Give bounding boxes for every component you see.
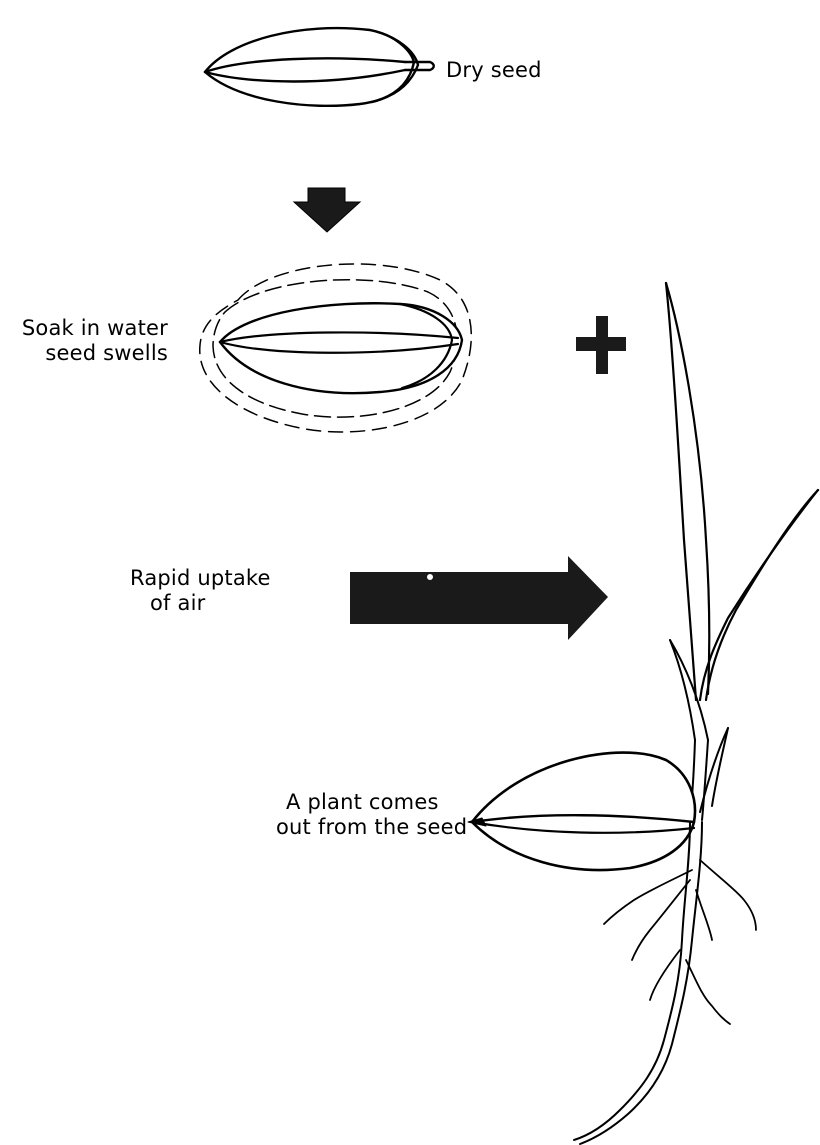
uptake-label-line2: of air [130, 591, 271, 616]
soak-label-line2: seed swells [8, 341, 168, 366]
soak-label-line1: Soak in water [8, 316, 168, 341]
plant-label-line2: out from the seed [276, 815, 467, 840]
right-arrow-icon [350, 556, 608, 640]
seedling-plant [468, 283, 818, 1144]
swollen-seed [200, 264, 472, 432]
dry-seed-label-text: Dry seed [446, 58, 542, 83]
dry-seed [205, 28, 434, 106]
plant-label: A plant comes out from the seed [276, 790, 467, 840]
plant-label-line1: A plant comes [276, 790, 467, 815]
down-arrow-icon [294, 188, 360, 232]
uptake-label-line1: Rapid uptake [130, 566, 271, 591]
soak-label: Soak in water seed swells [8, 316, 168, 366]
uptake-label: Rapid uptake of air [130, 566, 271, 616]
dry-seed-label: Dry seed [446, 58, 542, 83]
plus-icon [576, 316, 626, 374]
